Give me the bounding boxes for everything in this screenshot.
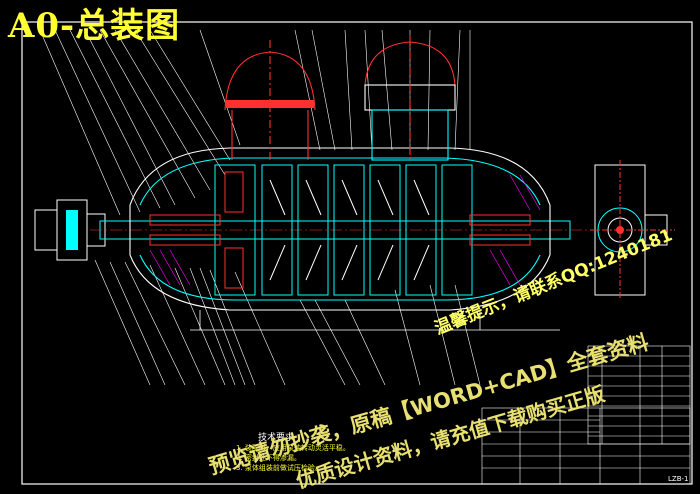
suction-nozzle — [224, 40, 316, 160]
parts-list — [587, 345, 691, 445]
drawing-border — [21, 21, 693, 485]
impeller-stages — [214, 164, 473, 296]
base-frame — [190, 310, 560, 331]
section-fill — [149, 171, 531, 289]
leader-lines — [39, 29, 481, 386]
note-3: 3. 泵体组装前做试压检验。 — [236, 464, 322, 472]
drawing-number: LZB-1 — [668, 475, 689, 483]
technical-requirements-title: 技术要求 — [258, 433, 295, 443]
hatching — [149, 174, 541, 286]
end-view — [590, 160, 675, 300]
main-shaft — [90, 220, 600, 240]
note-1: 1. 装配时，应用泵轴转动灵活平稳。 — [236, 444, 350, 452]
pump-casing — [129, 147, 551, 311]
title-block — [481, 407, 691, 485]
drawing-title: A0-总装图 — [8, 6, 181, 46]
note-2: 2. 密封处不得渗漏。 — [236, 454, 301, 462]
discharge-nozzle — [364, 35, 456, 161]
